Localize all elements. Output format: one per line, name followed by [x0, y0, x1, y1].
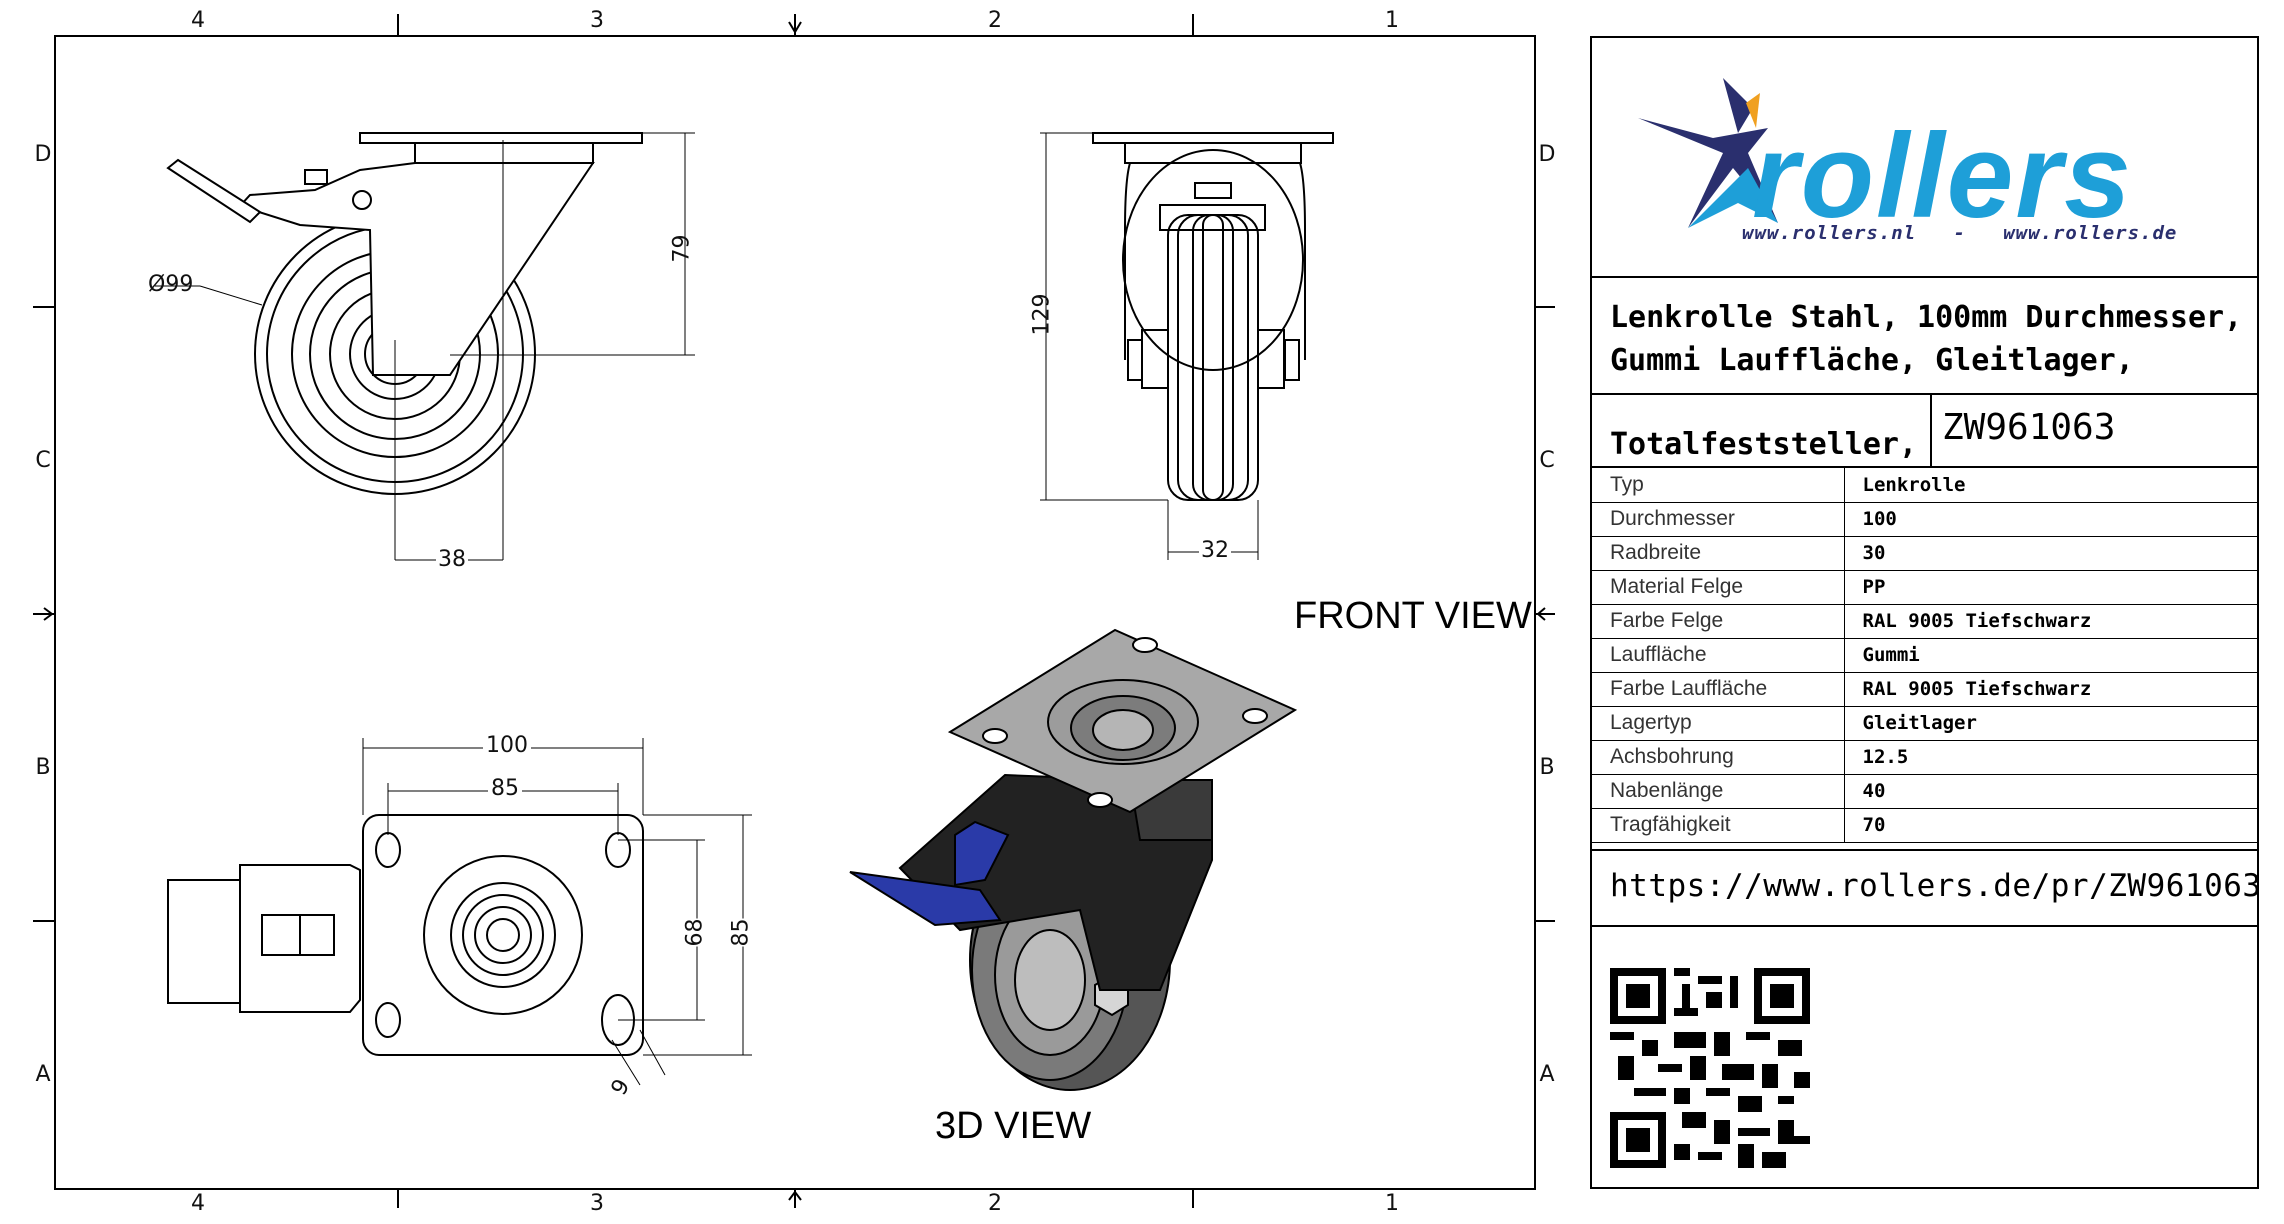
zone-number-bottom-3: 3 [590, 1191, 604, 1216]
logo-area: rollers www.rollers.nl - www.rollers.de [1592, 38, 2257, 278]
spec-value: 40 [1844, 774, 2257, 809]
spec-key: Nabenlänge [1592, 774, 1845, 809]
spec-value: Lenkrolle [1844, 468, 2257, 503]
dim-diameter: Ø99 [148, 272, 194, 297]
dim-plate-height: 79 [669, 234, 695, 263]
spec-value: RAL 9005 Tiefschwarz [1844, 672, 2257, 707]
spec-value: Gleitlager [1844, 706, 2257, 741]
spec-key: Durchmesser [1592, 502, 1845, 537]
spec-key: Lauffläche [1592, 638, 1845, 673]
description-line-1: Lenkrolle Stahl, 100mm Durchmesser, [1610, 300, 2243, 335]
zone-number-top-4: 4 [191, 8, 205, 33]
zone-letter-right-b: B [1539, 755, 1555, 780]
zone-number-bottom-1: 1 [1385, 1191, 1399, 1216]
three-d-view [849, 628, 1298, 1091]
rollers-logo-bird-icon [1638, 78, 1778, 228]
dim-plate-width: 85 [728, 918, 754, 947]
spec-value: RAL 9005 Tiefschwarz [1844, 604, 2257, 639]
spec-key: Farbe Felge [1592, 604, 1845, 639]
spec-value: Gummi [1844, 638, 2257, 673]
logo-urls: www.rollers.nl - www.rollers.de [1742, 222, 2178, 244]
spec-key: Typ [1592, 468, 1845, 503]
three-d-view-title: 3D VIEW [935, 1105, 1092, 1147]
zone-number-bottom-4: 4 [191, 1191, 205, 1216]
side-view [166, 132, 643, 560]
dim-hole-spacing-x: 85 [488, 776, 522, 801]
spec-key: Achsbohrung [1592, 740, 1845, 775]
front-view-title: FRONT VIEW [1294, 595, 1532, 637]
top-view [167, 814, 644, 1056]
spec-key: Radbreite [1592, 536, 1845, 571]
spec-value: 70 [1844, 808, 2257, 843]
url-row: https://www.rollers.de/pr/ZW961063 [1592, 849, 2262, 927]
spec-value: 30 [1844, 536, 2257, 571]
article-divider [1930, 395, 1932, 468]
dim-wheel-width: 32 [1199, 538, 1231, 563]
zone-letter-left-a: A [35, 1062, 51, 1087]
spec-value: PP [1844, 570, 2257, 605]
article-row: Totalfeststeller, ZW961063 [1592, 395, 2257, 468]
zone-letter-right-d: D [1538, 142, 1556, 167]
dim-hole-spacing-y: 68 [682, 918, 708, 947]
dim-offset: 38 [436, 547, 468, 572]
zone-number-top-1: 1 [1385, 8, 1399, 33]
product-url[interactable]: https://www.rollers.de/pr/ZW961063 [1610, 868, 2262, 904]
zone-letter-left-b: B [35, 755, 51, 780]
qr-code-icon [1610, 968, 1810, 1168]
dim-plate-length: 100 [483, 733, 531, 758]
dim-total-height: 129 [1029, 293, 1055, 336]
spec-key: Material Felge [1592, 570, 1845, 605]
zone-letter-right-a: A [1539, 1062, 1555, 1087]
article-number: ZW961063 [1942, 407, 2116, 448]
spec-key: Tragfähigkeit [1592, 808, 1845, 843]
zone-letter-left-c: C [35, 448, 51, 473]
spec-value: 100 [1844, 502, 2257, 537]
title-block: rollers www.rollers.nl - www.rollers.de … [1590, 36, 2262, 1189]
zone-number-top-2: 2 [988, 8, 1002, 33]
spec-key: Lagertyp [1592, 706, 1845, 741]
description-area: Lenkrolle Stahl, 100mm Durchmesser, Gumm… [1592, 278, 2257, 395]
spec-key: Farbe Lauffläche [1592, 672, 1845, 707]
description-line-2: Gummi Lauffläche, Gleitlager, [1610, 343, 2134, 378]
zone-number-bottom-2: 2 [988, 1191, 1002, 1216]
front-view [1092, 132, 1334, 501]
spec-value: 12.5 [1844, 740, 2257, 775]
zone-number-top-3: 3 [590, 8, 604, 33]
zone-letter-right-c: C [1539, 448, 1555, 473]
zone-letter-left-d: D [34, 142, 52, 167]
logo-wordmark: rollers [1752, 109, 2133, 243]
description-line-3: Totalfeststeller, [1610, 427, 1918, 462]
